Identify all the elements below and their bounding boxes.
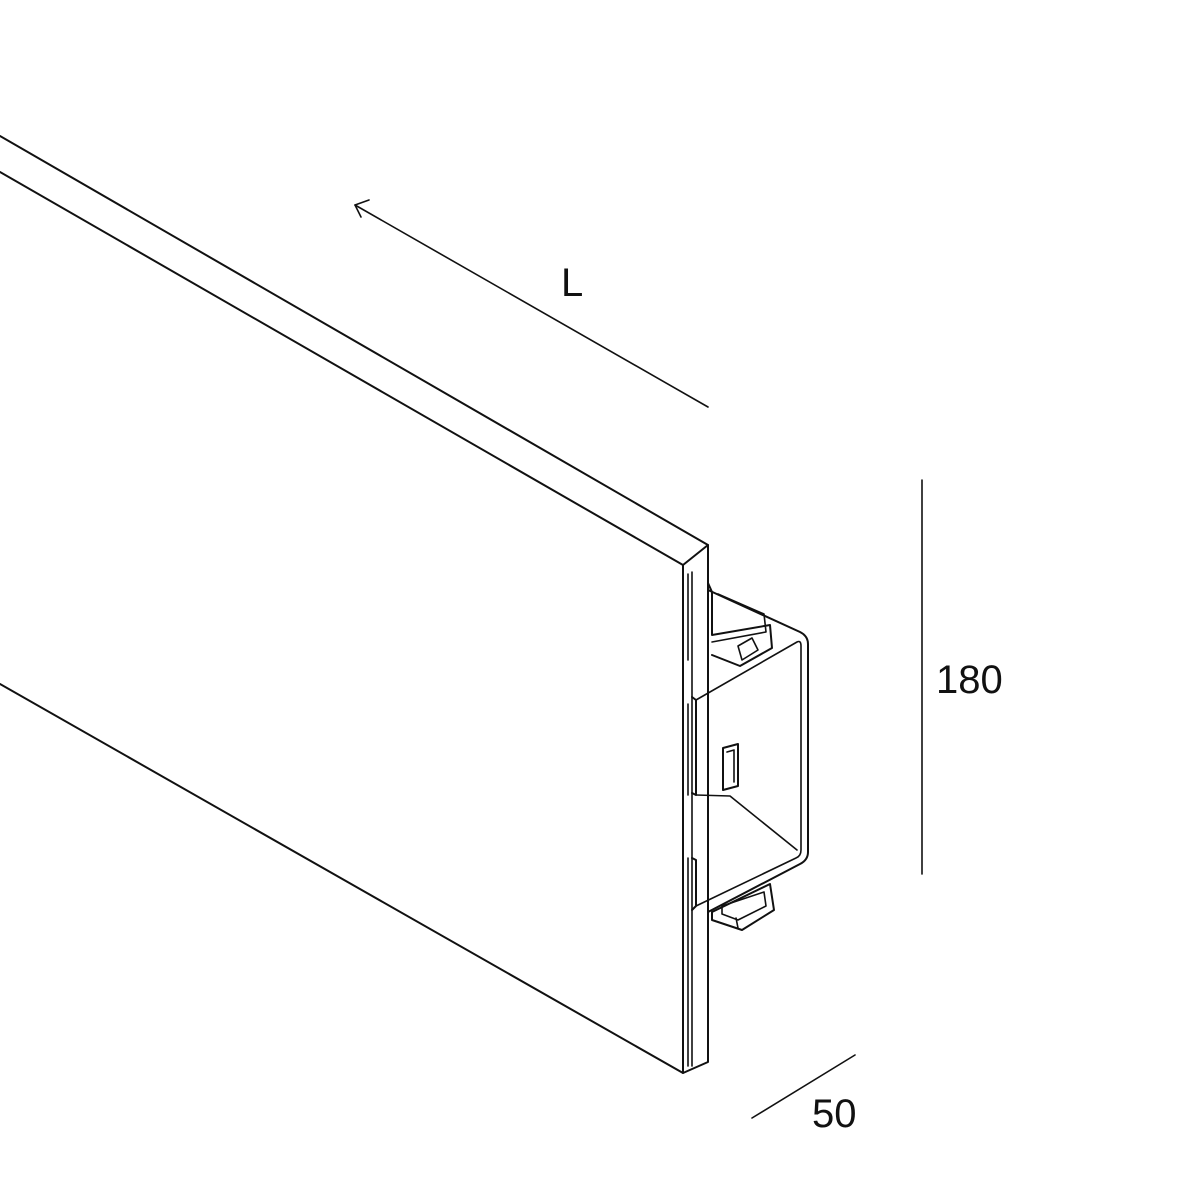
profile-body — [0, 135, 709, 1074]
dimension-depth-line — [751, 1054, 856, 1119]
profile-channel — [691, 582, 809, 931]
dimension-height: 180 — [921, 479, 1003, 875]
channel-back-wall-top — [695, 794, 798, 851]
dimension-length-arrow-icon — [354, 199, 370, 218]
mounting-slot-inner — [726, 749, 735, 783]
lower-clip-lip — [735, 917, 739, 929]
channel-outer — [707, 589, 809, 913]
profile-top-edge-back — [0, 135, 709, 546]
profile-top-edge-front — [0, 171, 684, 566]
upper-clip-lip — [737, 637, 759, 661]
dimension-height-label: 180 — [936, 658, 1003, 702]
upper-clip-inner — [711, 593, 767, 643]
profile-end-face — [682, 544, 709, 1074]
dimension-length-label: L — [561, 261, 583, 305]
dimension-depth-label: 50 — [812, 1092, 857, 1136]
dimension-depth: 50 — [751, 1054, 857, 1136]
lower-clip-inner — [721, 891, 767, 921]
mounting-slot — [722, 743, 739, 791]
channel-top-lip — [691, 696, 697, 796]
channel-bottom-lip — [691, 857, 697, 911]
channel-inner — [695, 640, 802, 907]
profile-bottom-edge — [0, 683, 684, 1074]
dimension-length-line — [354, 204, 709, 408]
dimension-length: L — [354, 199, 709, 408]
lower-clip — [711, 883, 775, 931]
